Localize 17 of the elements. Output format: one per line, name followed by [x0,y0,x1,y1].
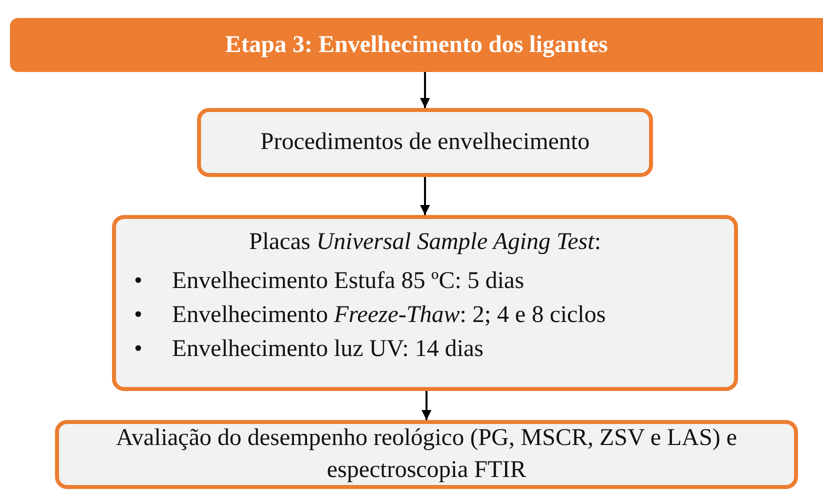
process-box [55,420,798,489]
process-box [197,108,653,177]
bullet-marker: • [134,267,144,296]
bullet-text: Envelhecimento Estufa 85 ºC: 5 dias [172,267,524,296]
box-heading: Placas Universal Sample Aging Test: [248,229,602,256]
bullet-text: Envelhecimento Freeze-Thaw: 2; 4 e 8 ciclos [172,301,606,330]
bullet-marker: • [134,301,144,330]
arrow [420,72,430,108]
bullet-text: Envelhecimento luz UV: 14 dias [172,335,484,364]
title-banner [10,18,823,72]
process-box [112,215,738,391]
box-text: Procedimentos de envelhecimento [259,128,591,157]
arrow [422,391,432,420]
banner-title: Etapa 3: Envelhecimento dos ligantes [225,32,608,58]
arrow [420,177,430,215]
box-text: Avaliação do desempenho reológico (PG, MSCR, ZSV e LAS) e espectroscopia FTIR [114,424,738,484]
bullet-marker: • [134,335,144,364]
